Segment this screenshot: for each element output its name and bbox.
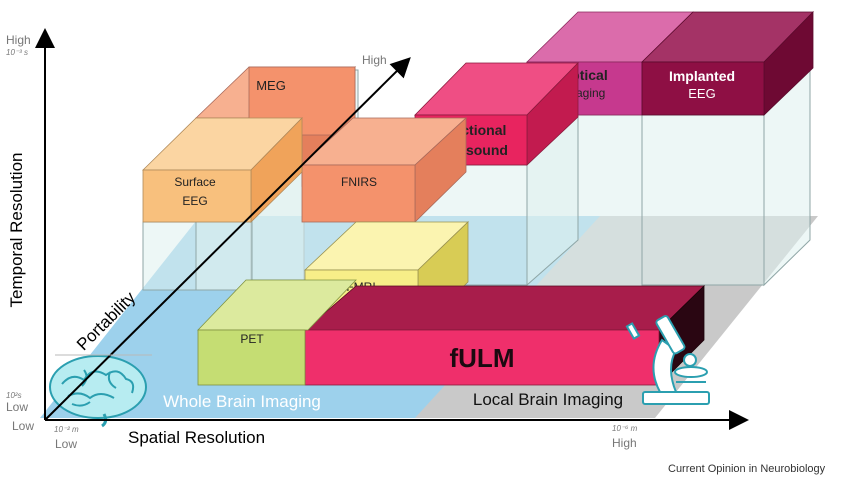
x-axis-title: Spatial Resolution (128, 428, 265, 447)
implanted-label-1: Implanted (669, 68, 735, 84)
fulm-label: fULM (450, 343, 515, 373)
origin-low: Low (12, 419, 34, 433)
axes (35, 28, 749, 430)
y-axis-low-unit: 10²s (6, 391, 22, 400)
block-surface-eeg: Surface EEG (142, 117, 303, 223)
surface-eeg-label-1: Surface (174, 175, 216, 189)
meg-label: MEG (256, 78, 286, 93)
y-axis-low: Low (6, 400, 28, 414)
z-axis-line (44, 57, 411, 421)
block-pet: PET (197, 279, 357, 386)
block-fnirs: FNIRS (300, 117, 468, 223)
surface-eeg-label-2: EEG (182, 194, 207, 208)
local-brain-imaging-label: Local Brain Imaging (473, 390, 623, 409)
microscope-icon (625, 315, 710, 405)
z-axis-high: High (362, 53, 387, 67)
x-axis-high: High (612, 436, 637, 450)
y-axis-title: Temporal Resolution (7, 153, 26, 308)
pet-label: PET (240, 332, 264, 346)
block-fulm: fULM (303, 285, 705, 386)
fnirs-label: FNIRS (341, 175, 377, 189)
x-axis-low-unit: 10⁻² m (54, 425, 79, 434)
y-axis-high: High (6, 33, 31, 47)
whole-brain-imaging-label: Whole Brain Imaging (163, 392, 321, 411)
x-axis-low: Low (55, 437, 77, 451)
credit: Current Opinion in Neurobiology (668, 463, 826, 475)
y-axis-high-unit: 10⁻³ s (6, 48, 28, 57)
block-implanted-eeg: Implanted EEG (641, 11, 814, 116)
implanted-label-2: EEG (688, 86, 715, 101)
x-axis-high-unit: 10⁻⁶ m (612, 424, 638, 433)
